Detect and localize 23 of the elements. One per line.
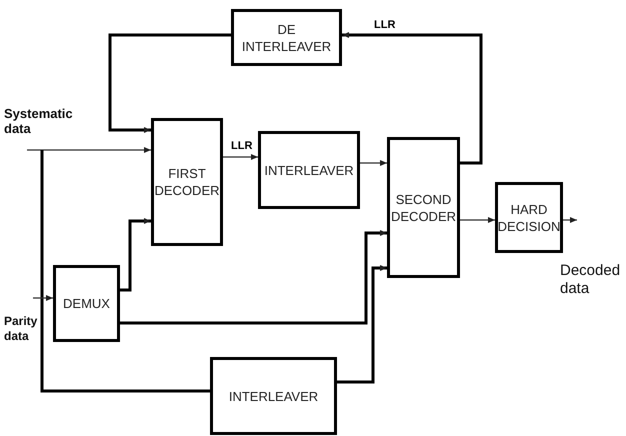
process-box: DE INTERLEAVER xyxy=(231,9,342,66)
edge-label: LLR xyxy=(230,141,254,152)
arrow xyxy=(460,217,495,223)
arrow xyxy=(27,147,151,153)
arrow xyxy=(33,295,53,301)
process-box: SECOND DECODER xyxy=(387,137,460,278)
arrow xyxy=(563,217,577,223)
process-box: INTERLEAVER xyxy=(210,357,337,435)
thick-arrow xyxy=(337,265,387,384)
input-label: Systematic data xyxy=(4,106,74,136)
process-box: HARD DECISION xyxy=(495,182,563,253)
output-label: Decoded data xyxy=(560,262,622,298)
input-label: Parity data xyxy=(4,314,38,344)
thick-arrow xyxy=(108,34,231,133)
process-box: DEMUX xyxy=(53,265,120,342)
thick-arrow xyxy=(120,218,151,292)
process-box: FIRST DECODER xyxy=(151,118,223,246)
process-box: INTERLEAVER xyxy=(258,131,360,209)
edge-label: LLR xyxy=(373,20,396,31)
arrow xyxy=(223,154,258,160)
thick-arrow xyxy=(342,32,482,164)
arrow xyxy=(360,160,387,166)
thick-arrow xyxy=(120,230,387,324)
